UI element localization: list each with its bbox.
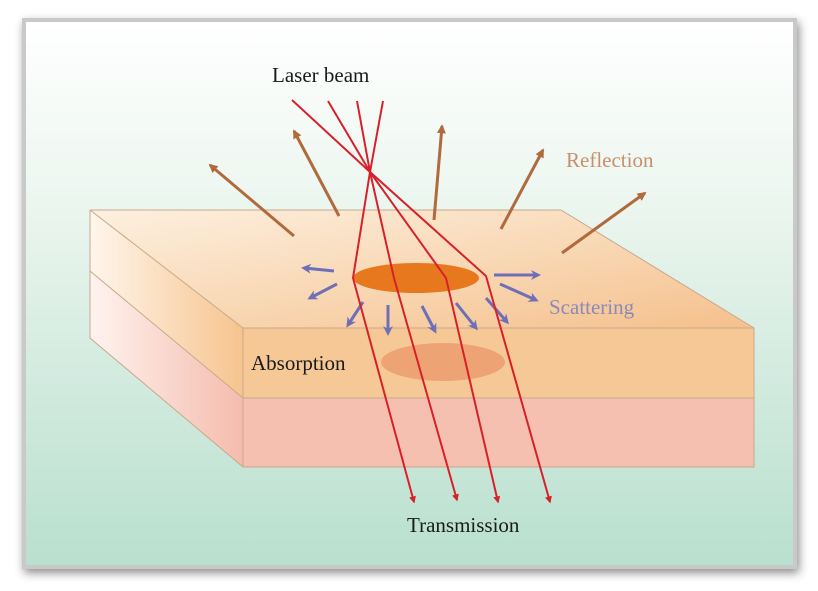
- slab-bottom-layer-front: [243, 398, 754, 467]
- reflection-arrow: [292, 129, 341, 217]
- scattering-arrow: [454, 302, 478, 331]
- scattering-arrow: [420, 305, 437, 334]
- scattering-arrow: [301, 263, 335, 274]
- slab-bottom-left-face: [90, 271, 243, 467]
- laser-beam-rays: [291, 99, 552, 504]
- absorption-spot-mid: [381, 343, 505, 381]
- transmitted-ray: [369, 171, 501, 504]
- reflection-arrow: [499, 148, 545, 230]
- label-reflection: Reflection: [566, 148, 654, 172]
- diagram-frame: Laser beam Reflection Scattering Absorpt…: [22, 18, 797, 569]
- slab-top-left-face: [90, 210, 243, 398]
- reflection-arrow: [561, 191, 647, 255]
- incident-ray: [356, 100, 371, 173]
- reflection-arrow: [208, 163, 295, 238]
- incident-ray: [369, 100, 384, 173]
- material-slab: [89, 209, 755, 468]
- label-transmission: Transmission: [407, 513, 520, 537]
- transmitted-ray: [351, 171, 416, 504]
- scattering-arrow: [307, 282, 338, 300]
- label-laser-beam: Laser beam: [272, 63, 369, 87]
- reflection-arrow: [432, 124, 446, 221]
- scattering-arrow: [499, 282, 539, 302]
- laser-interaction-diagram: Laser beam Reflection Scattering Absorpt…: [89, 63, 755, 537]
- transmitted-ray: [369, 171, 459, 502]
- absorption-spot-top: [353, 263, 479, 293]
- label-scattering: Scattering: [549, 295, 635, 319]
- label-absorption: Absorption: [251, 351, 346, 375]
- incident-ray: [327, 100, 371, 173]
- transmitted-ray: [369, 171, 552, 504]
- reflection-arrows: [208, 124, 647, 255]
- incident-ray: [291, 99, 371, 173]
